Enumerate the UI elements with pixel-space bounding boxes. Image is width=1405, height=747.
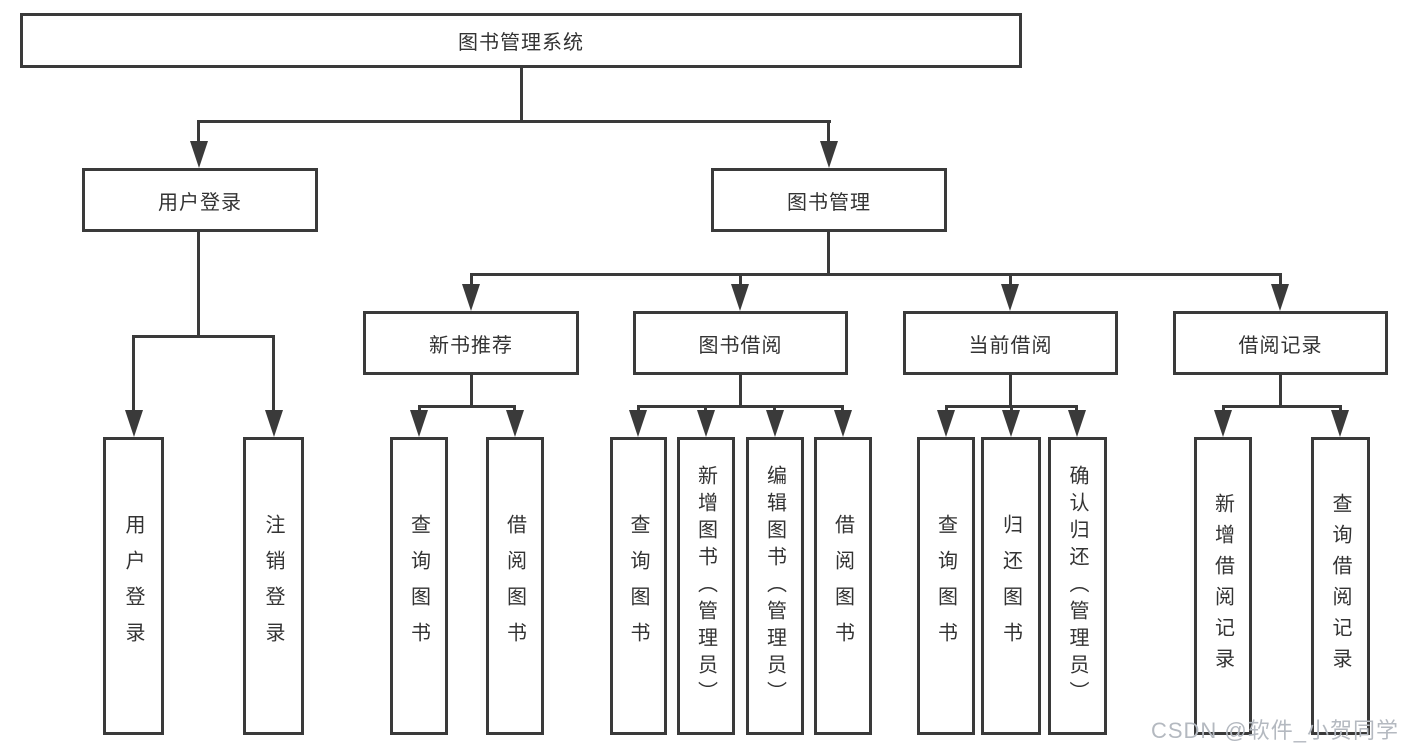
connector-borrow-records-stem — [1279, 375, 1282, 408]
arrow-down-icon — [1001, 284, 1019, 311]
leaf-query-books-current-box: 查询图书 — [917, 437, 975, 735]
root-node-label: 图书管理系统 — [458, 32, 584, 54]
node-book-borrow-box: 图书借阅 — [633, 311, 848, 375]
connector-level1-rail — [197, 120, 831, 123]
leaf-query-borrow-record-label: 查询借阅记录 — [1329, 493, 1351, 679]
arrow-down-icon — [820, 141, 838, 168]
connector-drop-borrow-records — [1279, 273, 1282, 290]
leaf-query-books-label: 查询图书 — [627, 514, 649, 658]
node-new-book-recommend-label: 新书推荐 — [429, 334, 513, 357]
leaf-user-login-label: 用户登录 — [122, 514, 144, 658]
connector-user-login-rail — [132, 335, 275, 338]
arrow-down-icon — [937, 410, 955, 437]
leaf-edit-books-admin-label: 编辑图书（管理员） — [763, 464, 786, 708]
connector-drop-leaf-logout — [272, 335, 275, 416]
leaf-query-books-borrow-box: 查询图书 — [610, 437, 667, 735]
csdn-watermark: CSDN @软件_小贺同学 — [1150, 718, 1399, 743]
leaf-logout-box: 注销登录 — [243, 437, 304, 735]
connector-book-management-stem — [827, 232, 830, 276]
connector-user-login-stem — [197, 232, 200, 338]
connector-borrow-records-rail — [1222, 405, 1341, 408]
leaf-borrow-books-label: 借阅图书 — [831, 514, 854, 658]
node-user-login-label: 用户登录 — [158, 191, 242, 214]
node-book-management-box: 图书管理 — [711, 168, 947, 232]
connector-drop-book-management — [827, 120, 830, 146]
arrow-down-icon — [1331, 410, 1349, 437]
root-node-box: 图书管理系统 — [20, 13, 1022, 68]
arrow-down-icon — [629, 410, 647, 437]
arrow-down-icon — [125, 410, 143, 437]
node-borrow-records-box: 借阅记录 — [1173, 311, 1388, 375]
node-current-borrow-label: 当前借阅 — [968, 334, 1053, 357]
arrow-down-icon — [731, 284, 749, 311]
leaf-query-books-label: 查询图书 — [407, 514, 430, 658]
connector-root-stem — [520, 68, 523, 123]
arrow-down-icon — [1068, 410, 1086, 437]
connector-drop-user-login — [197, 120, 200, 146]
connector-level2-rail — [470, 273, 1282, 276]
connector-new-book-recommend-stem — [470, 375, 473, 408]
leaf-add-borrow-record-label: 新增借阅记录 — [1211, 493, 1234, 679]
node-borrow-records-label: 借阅记录 — [1238, 334, 1323, 357]
connector-drop-leaf-user-login — [132, 335, 135, 416]
arrow-down-icon — [190, 141, 208, 168]
leaf-return-books-box: 归还图书 — [981, 437, 1041, 735]
leaf-borrow-books-label: 借阅图书 — [503, 514, 526, 658]
connector-current-borrow-stem — [1009, 375, 1012, 408]
leaf-add-books-admin-label: 新增图书（管理员） — [694, 464, 717, 708]
leaf-borrow-books-box: 借阅图书 — [814, 437, 872, 735]
leaf-query-books-label: 查询图书 — [934, 514, 957, 658]
node-book-management-label: 图书管理 — [787, 191, 871, 214]
arrow-down-icon — [834, 410, 852, 437]
leaf-add-books-admin-box: 新增图书（管理员） — [677, 437, 735, 735]
leaf-confirm-return-admin-box: 确认归还（管理员） — [1048, 437, 1107, 735]
leaf-edit-books-admin-box: 编辑图书（管理员） — [746, 437, 804, 735]
arrow-down-icon — [1002, 410, 1020, 437]
arrow-down-icon — [462, 284, 480, 311]
arrow-down-icon — [410, 410, 428, 437]
arrow-down-icon — [697, 410, 715, 437]
connector-drop-book-borrow — [739, 273, 742, 290]
arrow-down-icon — [506, 410, 524, 437]
node-current-borrow-box: 当前借阅 — [903, 311, 1118, 375]
leaf-borrow-books-recommend-box: 借阅图书 — [486, 437, 544, 735]
arrow-down-icon — [766, 410, 784, 437]
leaf-logout-label: 注销登录 — [262, 514, 284, 658]
arrow-down-icon — [265, 410, 283, 437]
leaf-query-borrow-record-box: 查询借阅记录 — [1311, 437, 1370, 735]
leaf-user-login-box: 用户登录 — [103, 437, 164, 735]
leaf-query-books-recommend-box: 查询图书 — [390, 437, 448, 735]
leaf-return-books-label: 归还图书 — [999, 514, 1022, 658]
arrow-down-icon — [1271, 284, 1289, 311]
leaf-add-borrow-record-box: 新增借阅记录 — [1194, 437, 1252, 735]
arrow-down-icon — [1214, 410, 1232, 437]
node-user-login-box: 用户登录 — [82, 168, 318, 232]
connector-book-borrow-stem — [739, 375, 742, 408]
connector-drop-new-book-recommend — [470, 273, 473, 290]
connector-new-book-recommend-rail — [418, 405, 516, 408]
connector-book-borrow-rail — [637, 405, 844, 408]
connector-drop-current-borrow — [1009, 273, 1012, 290]
leaf-confirm-return-admin-label: 确认归还（管理员） — [1066, 464, 1088, 708]
node-book-borrow-label: 图书借阅 — [698, 334, 783, 357]
node-new-book-recommend-box: 新书推荐 — [363, 311, 579, 375]
